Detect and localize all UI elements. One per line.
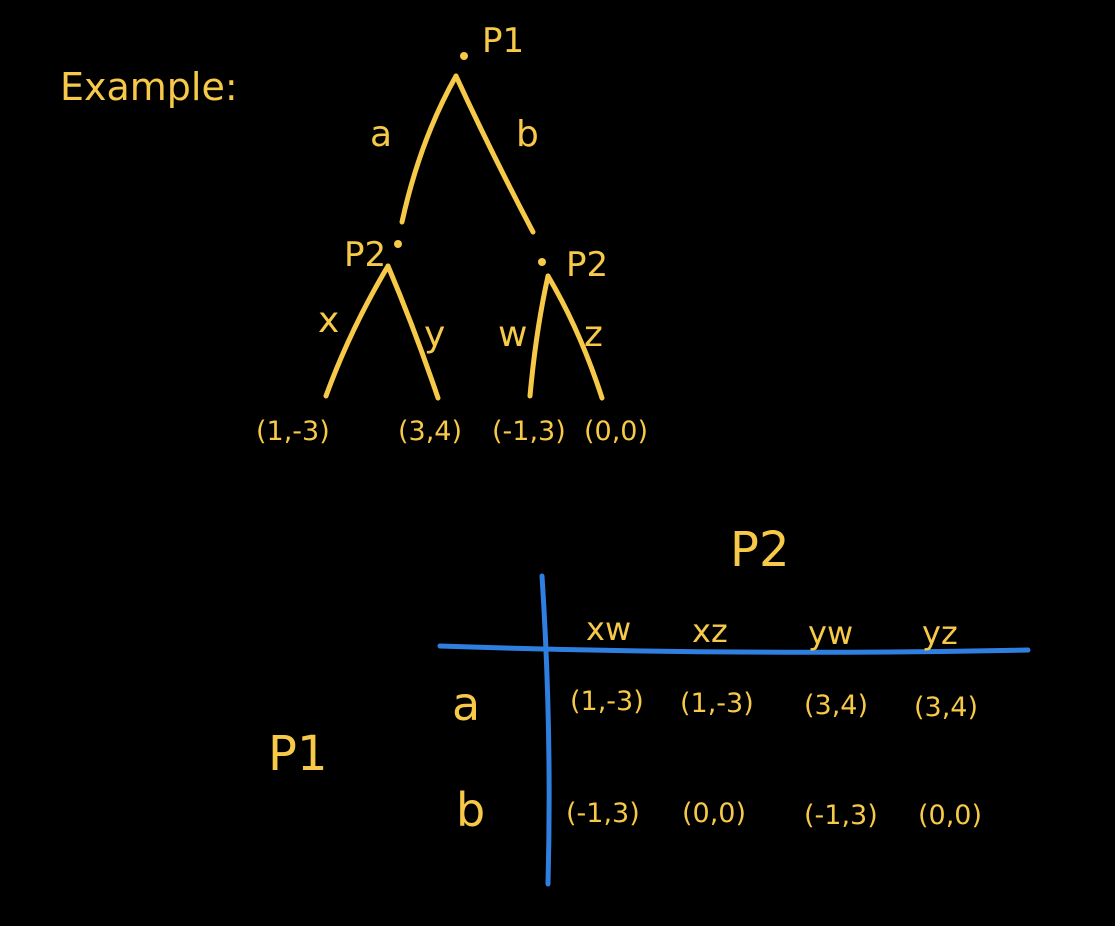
branch-y-line [385,263,441,401]
right-node-dot [538,258,546,266]
game-tree: P1 P2 P2 a b x y w z (1,-3) (3,4) (-1,3)… [256,21,648,447]
payoff-leaf-3: (-1,3) [492,416,566,447]
payoff-matrix: P2 P1 xw xz yw yz a b (1,-3) (1,-3) (3,4… [268,522,1031,887]
payoff-leaf-4: (0,0) [584,416,648,447]
move-b-label: b [516,114,539,155]
cell-a-yz: (3,4) [914,692,978,723]
cell-a-xw: (1,-3) [570,686,644,717]
move-z-label: z [584,314,603,355]
right-player-label: P2 [566,245,608,285]
cell-b-yz: (0,0) [918,800,982,831]
root-node-dot [460,52,468,60]
root-player-label: P1 [482,21,524,61]
cell-b-xz: (0,0) [682,798,746,829]
cell-b-yw: (-1,3) [804,800,878,831]
column-header-xz: xz [692,612,728,650]
branch-z-line [545,273,605,401]
row-label-a: a [452,677,480,731]
row-label-b: b [456,783,485,837]
branch-b-line [453,73,536,235]
matrix-horizontal-line [437,643,1031,655]
cell-b-xw: (-1,3) [566,798,640,829]
branch-w-line [527,273,551,399]
payoff-leaf-2: (3,4) [398,416,462,447]
move-w-label: w [498,314,527,355]
column-player-label: P2 [730,522,789,578]
cell-a-xz: (1,-3) [680,688,754,719]
column-header-xw: xw [586,610,631,648]
example-title: Example: [60,65,238,109]
matrix-vertical-line [539,573,552,887]
column-header-yw: yw [808,614,853,652]
left-node-dot [394,240,402,248]
column-header-yz: yz [922,614,958,652]
move-a-label: a [370,114,392,155]
left-player-label: P2 [344,235,386,275]
row-player-label: P1 [268,726,327,782]
move-y-label: y [424,314,445,355]
move-x-label: x [318,300,339,341]
payoff-leaf-1: (1,-3) [256,416,330,447]
branch-x-line [323,263,391,399]
branch-a-line [399,73,459,225]
cell-a-yw: (3,4) [804,690,868,721]
